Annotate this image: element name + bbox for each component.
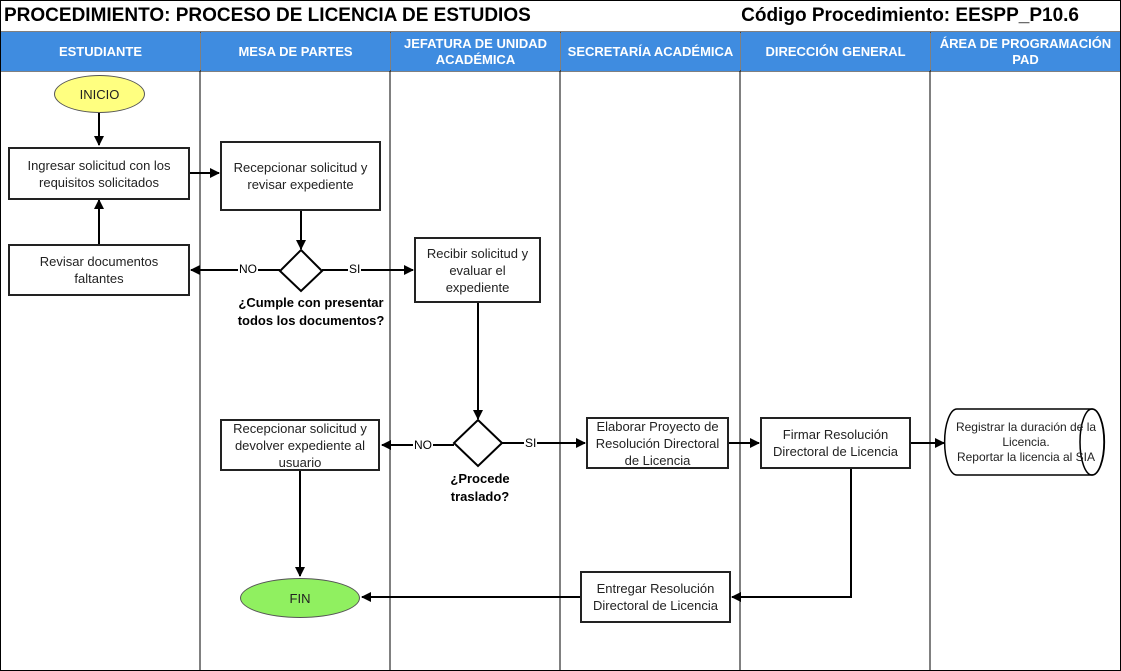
registrar-line-1: Registrar la duración de la Licencia. bbox=[955, 419, 1097, 449]
node-firmar-resolucion: Firmar Resolución Directoral de Licencia bbox=[760, 417, 911, 469]
decision-cumple-label: ¿Cumple con presentar todos los document… bbox=[237, 295, 385, 328]
end-node: FIN bbox=[240, 578, 360, 618]
title-bar: PROCEDIMIENTO: PROCESO DE LICENCIA DE ES… bbox=[0, 0, 1121, 32]
lane-header-direccion: DIRECCIÓN GENERAL bbox=[741, 32, 930, 71]
lane-header-secretaria: SECRETARÍA ACADÉMICA bbox=[561, 32, 740, 71]
storage-cylinder bbox=[943, 408, 1106, 476]
node-entregar-resolucion: Entregar Resolución Directoral de Licenc… bbox=[580, 571, 731, 623]
registrar-line-2: Reportar la licencia al SIA bbox=[956, 449, 1096, 464]
decision-diamond-procede bbox=[452, 418, 504, 468]
node-registrar-duracion: Registrar la duración de la Licencia. Re… bbox=[946, 416, 1106, 468]
edge-firmar-entregar bbox=[731, 468, 852, 602]
page-title: PROCEDIMIENTO: PROCESO DE LICENCIA DE ES… bbox=[4, 5, 531, 26]
procedure-code: Código Procedimiento: EESPP_P10.6 bbox=[741, 5, 1079, 26]
edge-label-si-2: SI bbox=[524, 436, 538, 450]
node-recepcionar-solicitud: Recepcionar solicitud y revisar expedien… bbox=[220, 141, 381, 211]
edge-label-no-1: NO bbox=[238, 262, 258, 276]
node-elaborar-proyecto: Elaborar Proyecto de Resolución Director… bbox=[586, 417, 729, 469]
node-recibir-solicitud: Recibir solicitud y evaluar el expedient… bbox=[414, 237, 541, 303]
edge-label-si-1: SI bbox=[348, 262, 362, 276]
lane-dividers bbox=[199, 32, 931, 671]
lane-header-programacion: ÁREA DE PROGRAMACIÓN PAD bbox=[931, 32, 1120, 71]
lane-header-jefatura: JEFATURA DE UNIDAD ACADÉMICA bbox=[391, 32, 560, 71]
start-node: INICIO bbox=[54, 75, 145, 113]
edge-label-no-2: NO bbox=[413, 438, 433, 452]
node-revisar-documentos: Revisar documentos faltantes bbox=[8, 244, 190, 296]
lane-header-estudiante: ESTUDIANTE bbox=[1, 32, 200, 71]
decision-diamond-cumple bbox=[278, 248, 324, 293]
lane-header-mesa-de-partes: MESA DE PARTES bbox=[201, 32, 390, 71]
node-recepcionar-devolver: Recepcionar solicitud y devolver expedie… bbox=[220, 419, 380, 471]
node-ingresar-solicitud: Ingresar solicitud con los requisitos so… bbox=[8, 147, 190, 200]
decision-procede-label: ¿Procede traslado? bbox=[450, 471, 510, 504]
